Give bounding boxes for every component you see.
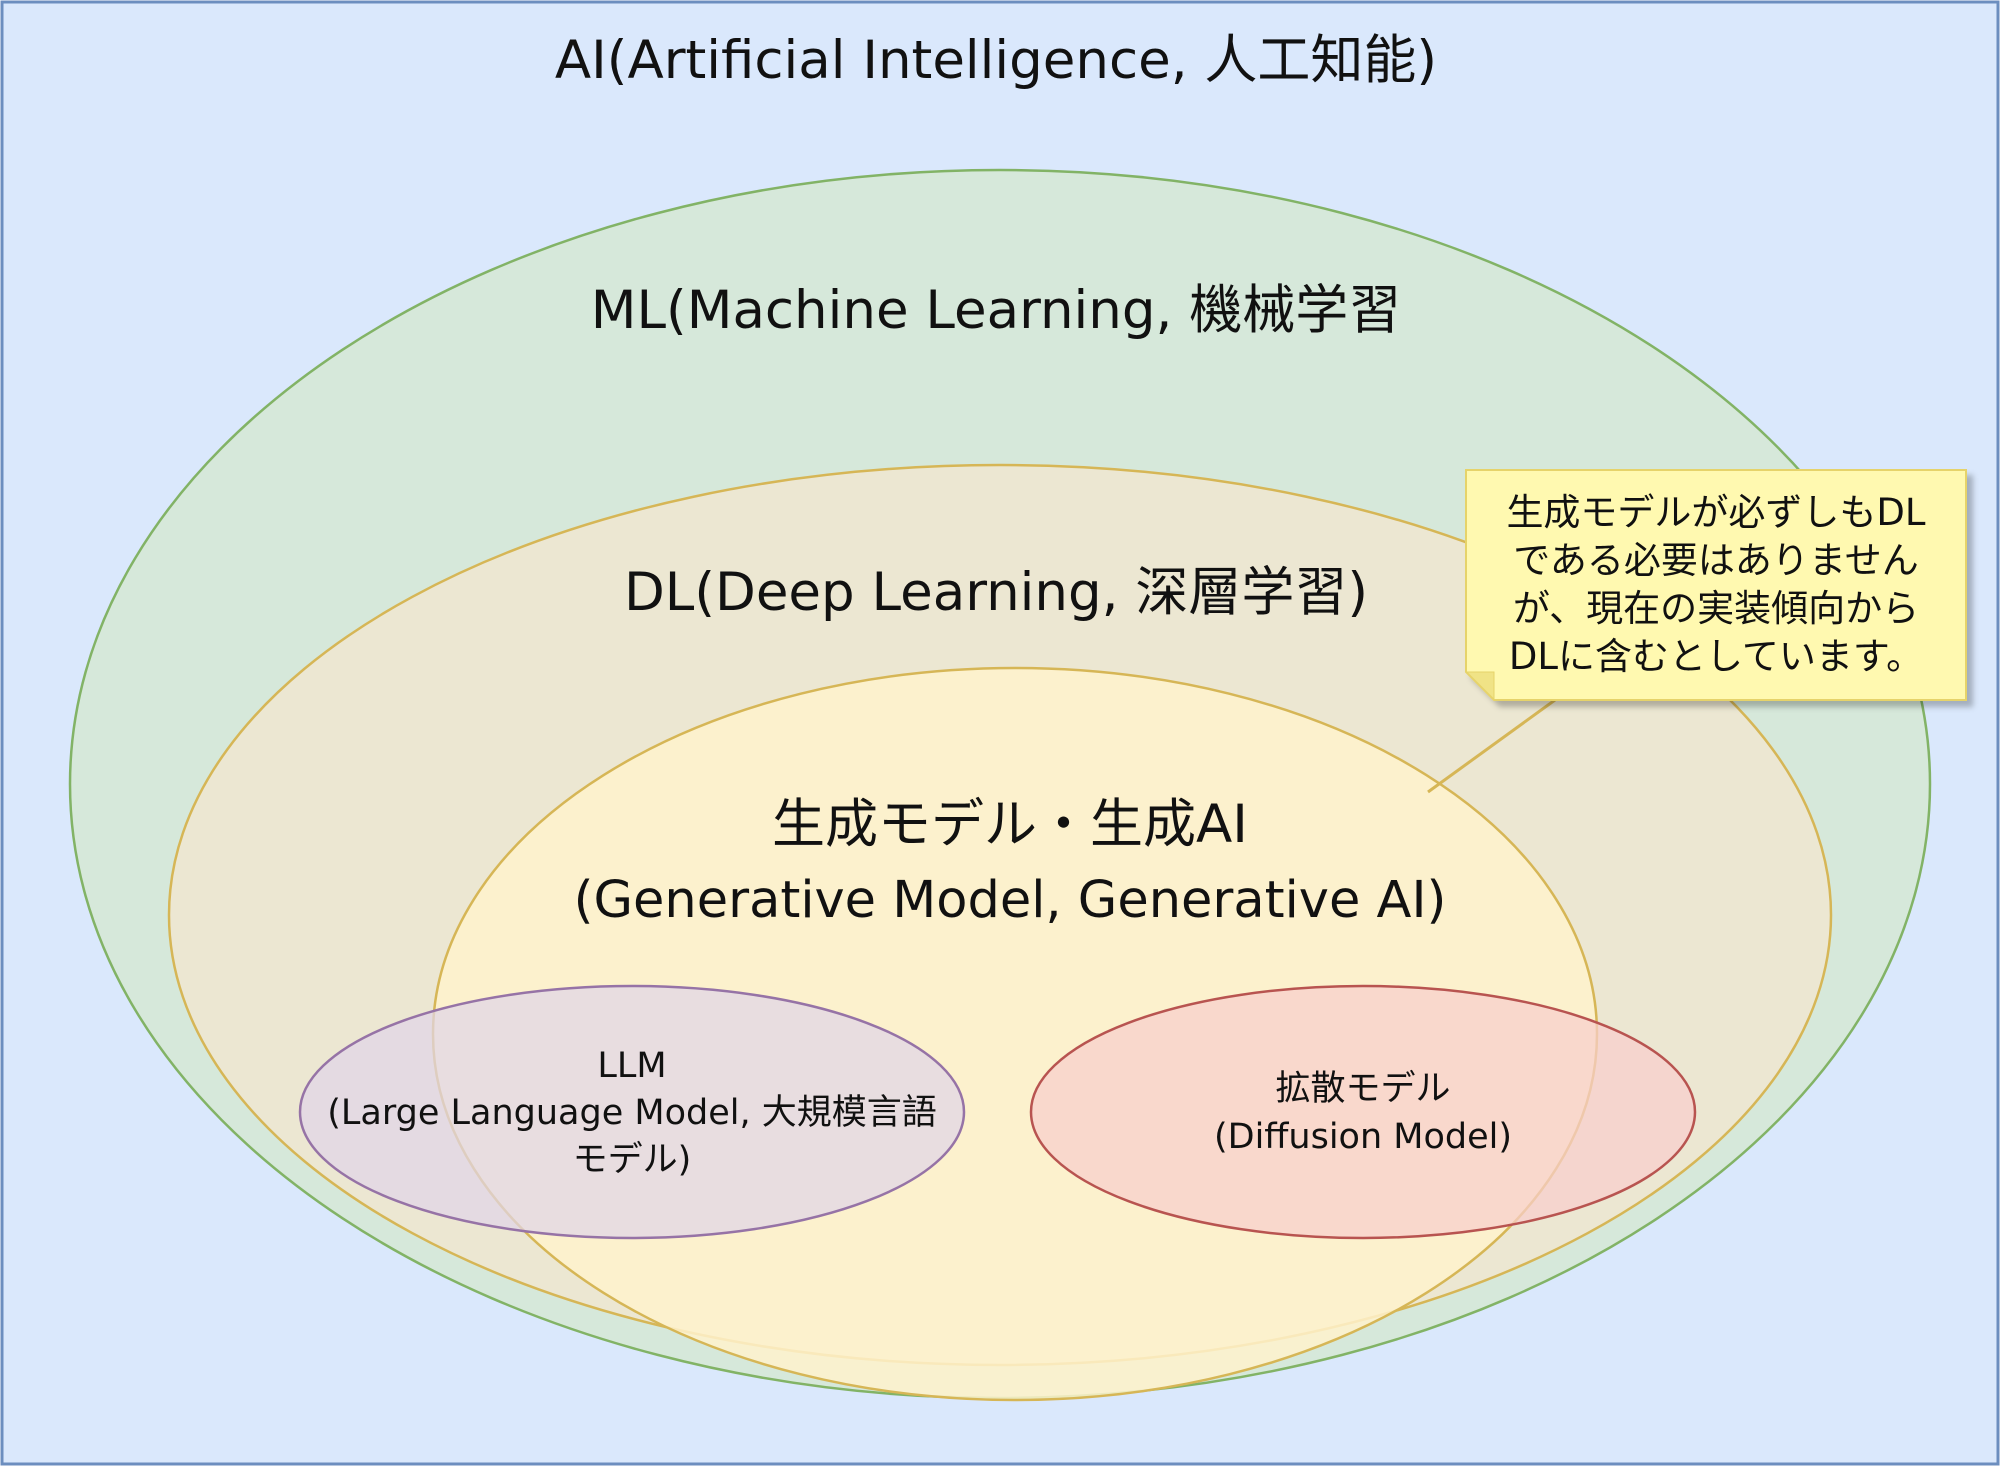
note-line-3: が、現在の実装傾向から [1513, 587, 1919, 630]
note-line-4: DLに含むとしています。 [1509, 635, 1923, 678]
llm-region [298, 984, 966, 1240]
note-shape [1465, 469, 1967, 701]
diffusion-label-line2: (Diffusion Model) [1214, 1117, 1512, 1157]
llm-label-line1: LLM [597, 1046, 666, 1086]
generative-label-line2: (Generative Model, Generative AI) [574, 871, 1447, 930]
diffusion-model-region [1029, 984, 1697, 1240]
note-fold [1464, 671, 1495, 702]
diffusion-label-line1: 拡散モデル [1275, 1069, 1450, 1109]
llm-label-line3: モデル) [573, 1140, 692, 1180]
llm-label-line2: (Large Language Model, 大規模言語 [327, 1093, 936, 1133]
note-connector-line [1427, 698, 1556, 794]
note-callout: 生成モデルが必ずしもDL である必要はありません が、現在の実装傾向から DLに… [1464, 469, 1967, 702]
note-line-2: である必要はありません [1513, 539, 1919, 582]
ai-label: AI(Artificial Intelligence, 人工知能) [555, 30, 1437, 91]
generative-label-line1: 生成モデル・生成AI [772, 794, 1248, 855]
note-line-1: 生成モデルが必ずしもDL [1506, 491, 1925, 534]
dl-label: DL(Deep Learning, 深層学習) [624, 562, 1368, 623]
ml-label: ML(Machine Learning, 機械学習 [591, 280, 1401, 341]
